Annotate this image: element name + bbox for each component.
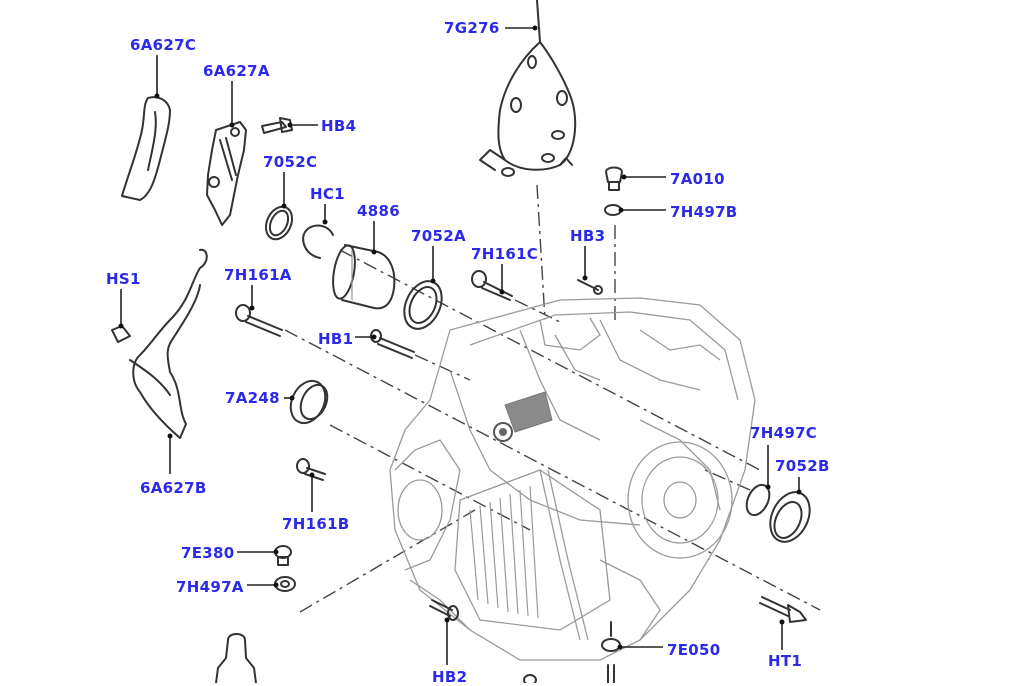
bracket-6A627B bbox=[129, 248, 208, 439]
label-7H161B: 7H161B bbox=[282, 515, 350, 533]
label-HS1: HS1 bbox=[106, 270, 141, 288]
washer-7E050 bbox=[601, 621, 621, 683]
bolt-7H161A bbox=[235, 304, 283, 337]
bolt-bottom bbox=[523, 674, 537, 683]
transmission-housing bbox=[389, 297, 756, 661]
breather-7A010 bbox=[605, 166, 623, 191]
label-6A627B: 6A627B bbox=[140, 479, 207, 497]
fluid-bottle bbox=[215, 633, 257, 683]
label-7H497C: 7H497C bbox=[750, 424, 818, 442]
bolt-7H161C bbox=[471, 270, 513, 301]
clip-HS1 bbox=[111, 325, 131, 343]
seal-7052B bbox=[769, 491, 811, 543]
snap-ring-HC1 bbox=[302, 224, 334, 259]
label-7H161A: 7H161A bbox=[224, 266, 292, 284]
label-7E380: 7E380 bbox=[181, 544, 235, 562]
bolt-HB1 bbox=[370, 329, 415, 359]
label-7H497B: 7H497B bbox=[670, 203, 738, 221]
label-HB4: HB4 bbox=[321, 117, 357, 135]
label-7E050: 7E050 bbox=[667, 641, 721, 659]
centerlines bbox=[284, 184, 821, 613]
leader-lines bbox=[118, 25, 802, 665]
label-6A627A: 6A627A bbox=[203, 62, 270, 80]
label-7G276: 7G276 bbox=[444, 19, 500, 37]
bolt-HB3 bbox=[577, 279, 603, 295]
label-7H497A: 7H497A bbox=[176, 578, 244, 596]
bolt-7H161B bbox=[296, 458, 326, 481]
seal-7A248 bbox=[289, 379, 329, 425]
wiring-harness-7G276 bbox=[479, 0, 577, 177]
plug-7E380 bbox=[274, 545, 292, 566]
label-6A627C: 6A627C bbox=[130, 36, 197, 54]
label-HC1: HC1 bbox=[310, 185, 345, 203]
heat-shield-6A627C bbox=[121, 96, 171, 201]
label-7052B: 7052B bbox=[775, 457, 830, 475]
label-7A248: 7A248 bbox=[225, 389, 280, 407]
label-7A010: 7A010 bbox=[670, 170, 725, 188]
label-7H161C: 7H161C bbox=[471, 245, 539, 263]
label-HB1: HB1 bbox=[318, 330, 354, 348]
bolt-HB2 bbox=[429, 599, 459, 621]
sleeve-4886 bbox=[332, 244, 396, 310]
label-7052C: 7052C bbox=[263, 153, 318, 171]
label-4886: 4886 bbox=[357, 202, 400, 220]
o-ring-7H497C bbox=[745, 483, 771, 517]
label-HB2: HB2 bbox=[432, 668, 468, 686]
bracket-6A627A bbox=[206, 121, 247, 226]
label-HT1: HT1 bbox=[768, 652, 803, 670]
label-HB3: HB3 bbox=[570, 227, 606, 245]
bolt-HB4 bbox=[261, 117, 293, 134]
seal-7052C bbox=[264, 205, 294, 241]
label-7052A: 7052A bbox=[411, 227, 466, 245]
stud-HT1 bbox=[759, 596, 807, 623]
